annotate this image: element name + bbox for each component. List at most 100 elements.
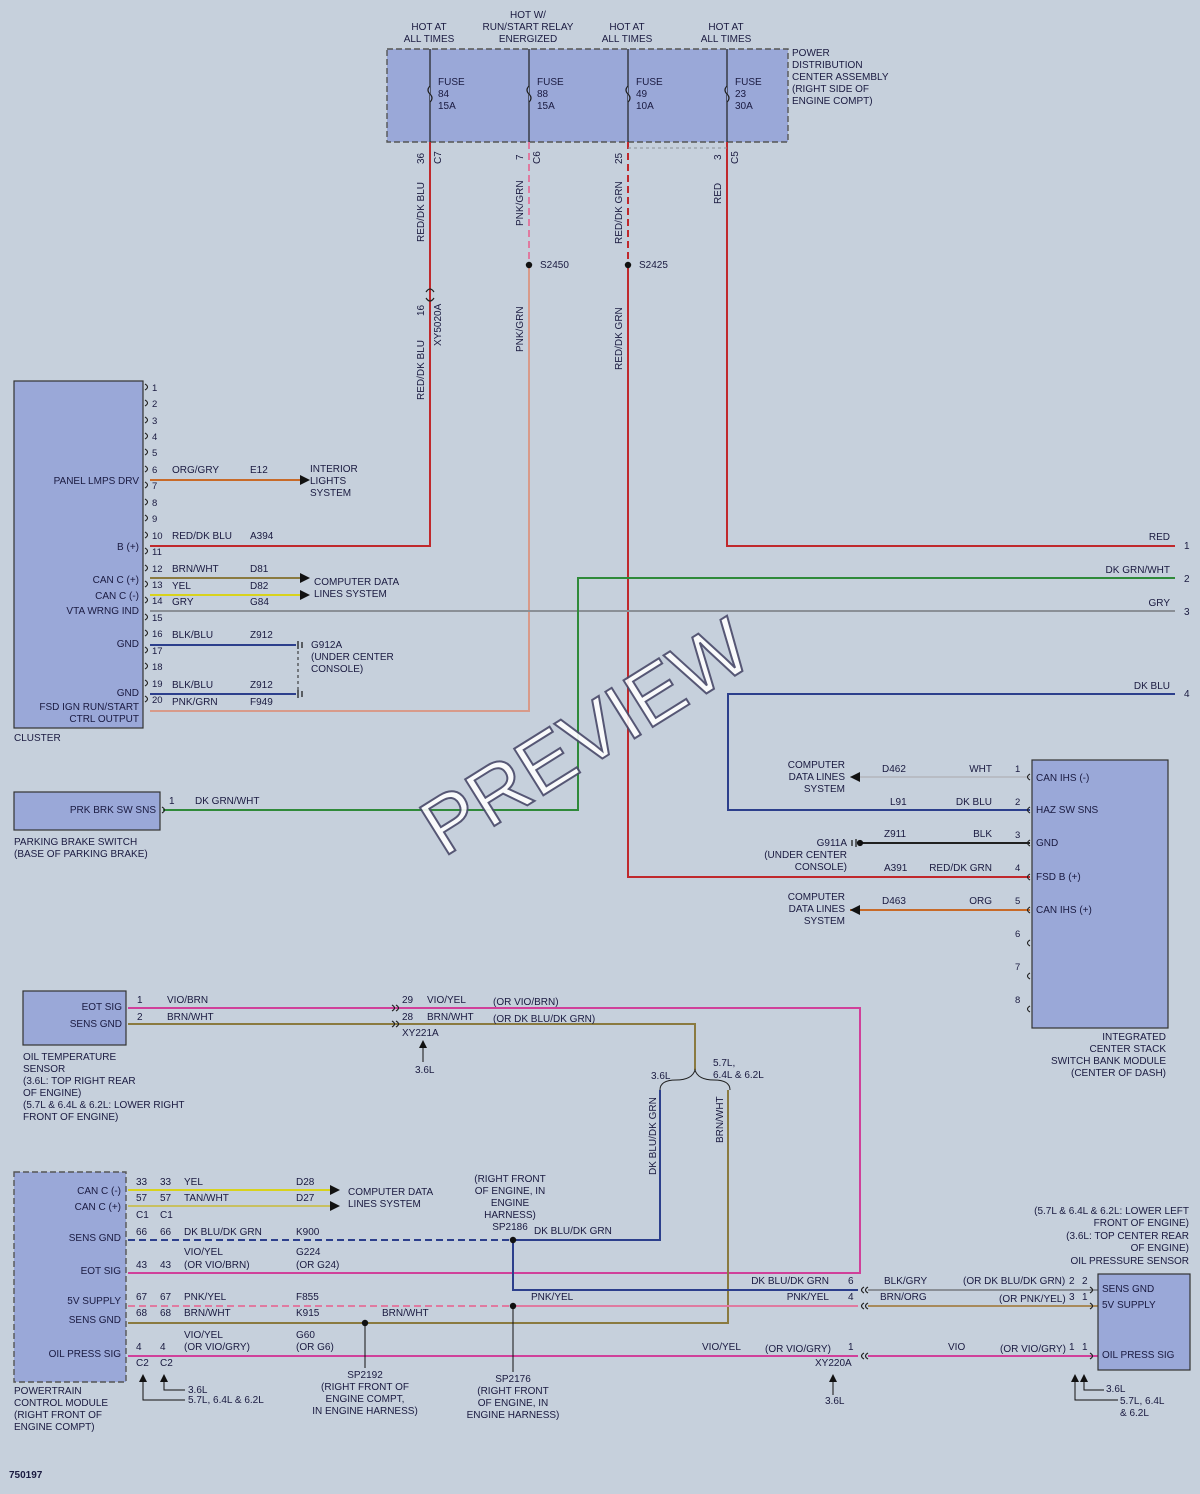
- wire-dkblu-dkgrn-xy: [512, 1240, 858, 1291]
- xy220a-p2: 1: [1082, 1342, 1088, 1353]
- wire-dk-blu: [727, 693, 1175, 811]
- arrow-xy220a-icon: [829, 1374, 837, 1382]
- xy220a: DK BLU/DK GRN 6 BLK/GRY (OR DK BLU/DK GR…: [702, 1276, 1088, 1407]
- iscs-cdl2: SYSTEM: [804, 916, 845, 927]
- wire-red-dkblu: [150, 142, 431, 547]
- cluster-pin: 15: [152, 613, 163, 624]
- cluster-label-gnd1: GND: [117, 639, 139, 650]
- xy220a-alt: (OR DK BLU/DK GRN): [963, 1276, 1065, 1287]
- iscs-circuit: D463: [882, 896, 906, 907]
- fuse-4-num: 23: [735, 89, 747, 100]
- xy220a-lw: PNK/YEL: [787, 1292, 830, 1303]
- cluster-pin: 6: [152, 465, 157, 476]
- xy220a-p2: 2: [1082, 1276, 1088, 1287]
- sp2192-name: SP2192: [347, 1370, 383, 1381]
- iscs-pin: 6: [1015, 929, 1020, 940]
- cluster-pin-numbers: 1 2 3 4 5 6 7 8 9 10 11 12 13 14 15 16 1…: [152, 383, 163, 706]
- xy220a-note: 3.6L: [825, 1396, 845, 1407]
- xy220a-lw: DK BLU/DK GRN: [751, 1276, 829, 1287]
- wire-brn-wht-sensgnd: [128, 1023, 696, 1070]
- hot-label-3a: HOT AT: [609, 22, 644, 33]
- pcm-label: CAN C (+): [75, 1202, 121, 1213]
- fuse-labels: FUSE 84 15A FUSE 88 15A FUSE 49 10A FUSE…: [438, 77, 762, 112]
- wire-circuit: Z912: [250, 630, 273, 641]
- xy220a-p2: 1: [1082, 1292, 1088, 1303]
- pcm-pin: 66: [136, 1227, 148, 1238]
- cluster-box: [13, 380, 144, 729]
- iscs-pin: 1: [1015, 764, 1020, 775]
- pcm-pin: 33: [160, 1177, 172, 1188]
- wire-red-bus: [726, 142, 1175, 547]
- iscs-g911a: CONSOLE): [795, 862, 847, 873]
- arrow-ops-2-icon: [1080, 1374, 1088, 1382]
- ot-pin: 2: [137, 1012, 143, 1023]
- hot-label-2b: RUN/START RELAY: [483, 22, 574, 33]
- ot-xy-wire: BRN/WHT: [427, 1012, 474, 1023]
- arrow-pcm-c2a-icon: [139, 1374, 147, 1382]
- sp2192-name: (RIGHT FRONT OF: [321, 1382, 409, 1393]
- iscs-g911a: (UNDER CENTER: [764, 850, 847, 861]
- ot-name: OIL TEMPERATURE: [23, 1052, 116, 1063]
- sp2186-name: OF ENGINE, IN: [475, 1186, 546, 1197]
- diagram-id: 750197: [9, 1470, 43, 1481]
- ground-symbols: [297, 641, 864, 847]
- pcm-alt: (OR VIO/GRY): [184, 1342, 250, 1353]
- pcm-calt: (OR G24): [296, 1260, 339, 1271]
- iscs-circuit: Z911: [884, 829, 906, 840]
- wire-dkgrn-wht: [163, 577, 1175, 811]
- pb-arc: [161, 806, 166, 814]
- fuse-3-num: 49: [636, 89, 648, 100]
- ot-wire: BRN/WHT: [167, 1012, 214, 1023]
- cluster-name: CLUSTER: [14, 733, 61, 744]
- cluster-label-vta: VTA WRNG IND: [66, 606, 139, 617]
- cluster-pin: 16: [152, 629, 163, 640]
- sp2186-name: HARNESS): [484, 1210, 536, 1221]
- cluster-pin: 19: [152, 679, 163, 690]
- xy220a-lalt: (OR VIO/GRY): [765, 1344, 831, 1355]
- pcm-cdl: LINES SYSTEM: [348, 1199, 421, 1210]
- iscs-color: DK BLU: [956, 797, 992, 808]
- sp2186-name: (RIGHT FRONT: [474, 1174, 545, 1185]
- hot-label-4a: HOT AT: [708, 22, 743, 33]
- cluster-pin-arcs: [144, 383, 149, 703]
- cluster-pin: 10: [152, 531, 163, 542]
- ot-name: FRONT OF ENGINE): [23, 1112, 118, 1123]
- sp2192-name: IN ENGINE HARNESS): [312, 1406, 418, 1417]
- arrow-xy221a-icon: [419, 1040, 427, 1048]
- g912a-label: G912A: [311, 640, 342, 651]
- cluster-pin: 3: [152, 416, 157, 427]
- fuse-symbols: [427, 85, 730, 103]
- wire-label: ORG/GRY: [172, 465, 219, 476]
- pcm-pin: 67: [136, 1292, 148, 1303]
- op-note: 5.7L, 6.4L: [1120, 1396, 1165, 1407]
- op-name: FRONT OF ENGINE): [1094, 1218, 1189, 1229]
- pdc-box: [386, 48, 789, 143]
- wire-circuit: F949: [250, 697, 273, 708]
- pcm-label: 5V SUPPLY: [67, 1296, 121, 1307]
- iscs-pin: 8: [1015, 995, 1020, 1006]
- pdc-name-1: POWER: [792, 48, 830, 59]
- splice-s2450: [525, 261, 533, 269]
- arrow-cdl1-icon: [300, 573, 310, 583]
- wire-pnk-grn: [150, 265, 530, 712]
- xy220a-pin: 6: [848, 1276, 854, 1287]
- arrow-interior-icon: [300, 475, 310, 485]
- cluster-pin: 11: [152, 547, 162, 558]
- pcm-label: SENS GND: [69, 1315, 121, 1326]
- arrow-cdl2-icon: [300, 590, 310, 600]
- pcm-wire: VIO/YEL: [184, 1247, 223, 1258]
- bus-pin: 2: [1184, 574, 1190, 585]
- cluster-pin: 2: [152, 399, 157, 410]
- cdl-label: COMPUTER DATA: [314, 577, 400, 588]
- hot-label-2a: HOT W/: [510, 10, 546, 21]
- pdc-conn-1: C7: [433, 151, 444, 164]
- pcm-pin: 67: [160, 1292, 172, 1303]
- pcm-label: EOT SIG: [81, 1266, 122, 1277]
- op-note: & 6.2L: [1120, 1408, 1149, 1419]
- cluster-pin: 8: [152, 498, 157, 509]
- sp2176-name: OF ENGINE, IN: [478, 1398, 549, 1409]
- xy220a-p1: 3: [1069, 1292, 1075, 1303]
- pdc-pin-2: 7: [515, 154, 526, 160]
- pdc-conn-4: C5: [730, 151, 741, 164]
